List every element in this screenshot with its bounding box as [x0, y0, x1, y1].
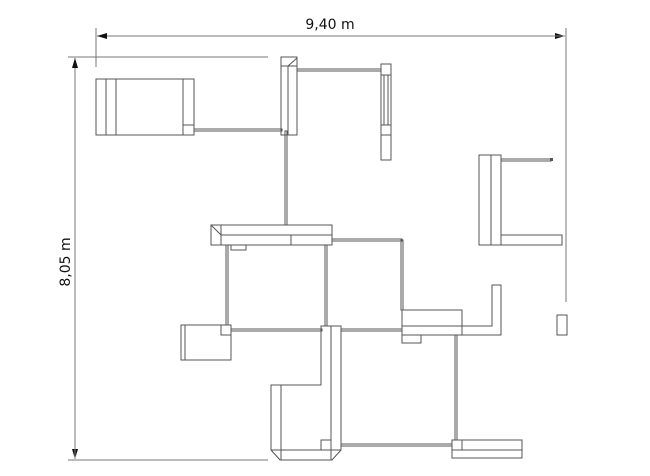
post-2: [380, 63, 392, 161]
right-platform: [401, 284, 502, 344]
width-label: 9,40 m: [305, 17, 354, 33]
width-dimension: 9,40 m: [95, 17, 567, 302]
bench-element: [478, 154, 563, 246]
sandbox-element: [95, 78, 195, 136]
platform-top: [210, 224, 333, 251]
slide-element: [270, 325, 342, 461]
post-1: [280, 56, 298, 136]
height-dimension: 8,05 m: [58, 56, 268, 461]
bottom-right-box: [451, 439, 523, 459]
height-label: 8,05 m: [58, 237, 74, 286]
small-post: [556, 314, 568, 336]
left-box: [180, 324, 232, 361]
